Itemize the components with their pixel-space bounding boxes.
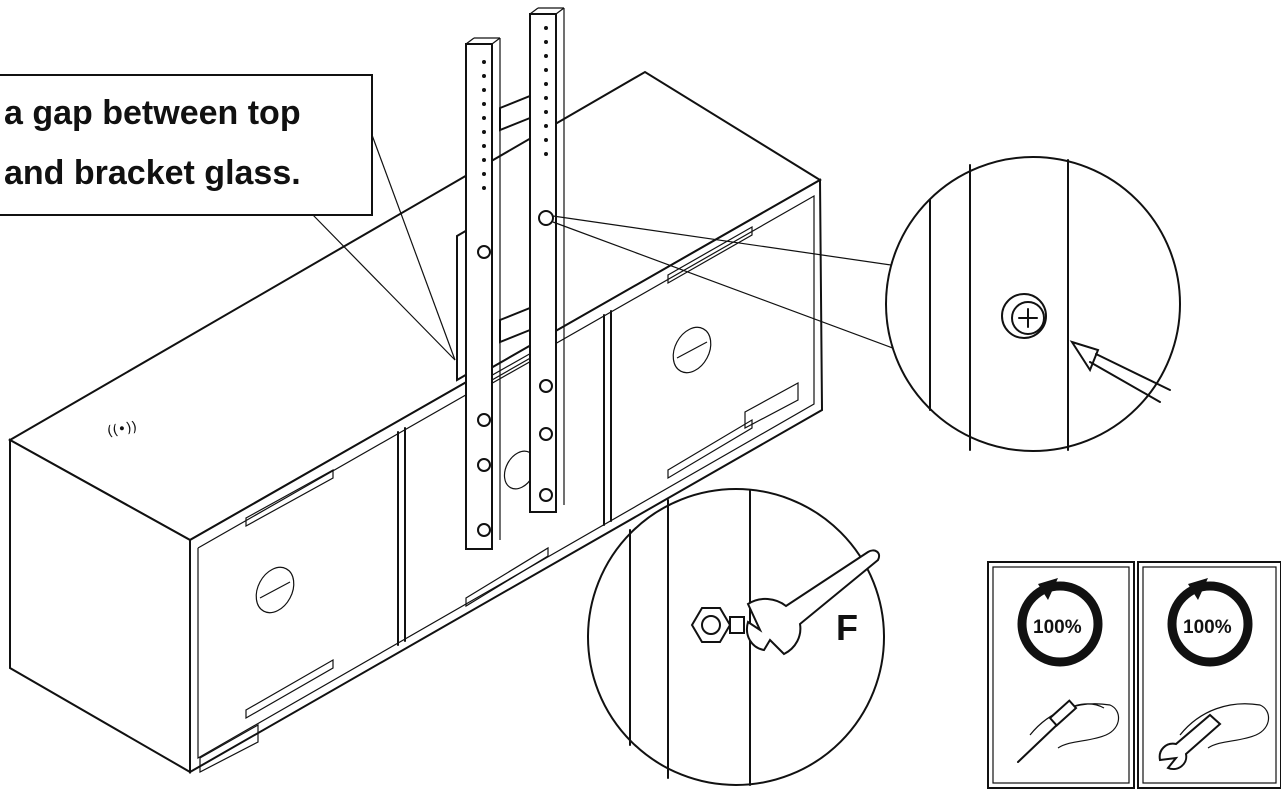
- screw-head-icon: [1001, 293, 1047, 339]
- callout-line-2: and bracket glass.: [4, 154, 301, 192]
- callout-line-1: a gap between top: [4, 94, 301, 132]
- torque-percent-2: 100%: [1183, 617, 1232, 638]
- nut-icon: [690, 607, 745, 643]
- tv-cabinet: ((•)): [7, 70, 824, 774]
- bracket-crossbar-top: [499, 94, 531, 132]
- wrench-icon: [746, 549, 880, 656]
- torque-percent-1: 100%: [1033, 617, 1082, 638]
- bracket-post-right: [529, 7, 565, 513]
- hand-screwdriver-icon: [1017, 699, 1120, 763]
- wrench-size-label: F: [836, 607, 858, 648]
- screwdriver-tip-icon: [1069, 340, 1171, 403]
- nut-detail: F: [587, 488, 885, 786]
- torque-panel-screwdriver: 100%: [987, 561, 1135, 789]
- torque-panel-wrench: 100%: [1137, 561, 1281, 789]
- clockwise-arrow-icon: [1017, 578, 1103, 667]
- screw-detail: [552, 156, 1181, 452]
- bracket-post-left: [456, 37, 501, 550]
- gap-callout: a gap between top and bracket glass.: [0, 74, 456, 361]
- hand-wrench-icon: [1158, 703, 1270, 770]
- wireless-charging-icon: ((•)): [106, 419, 138, 440]
- cabinet-side: [9, 438, 191, 774]
- clockwise-arrow-icon: [1167, 578, 1253, 667]
- svg-text:((•)): ((•)): [106, 419, 138, 440]
